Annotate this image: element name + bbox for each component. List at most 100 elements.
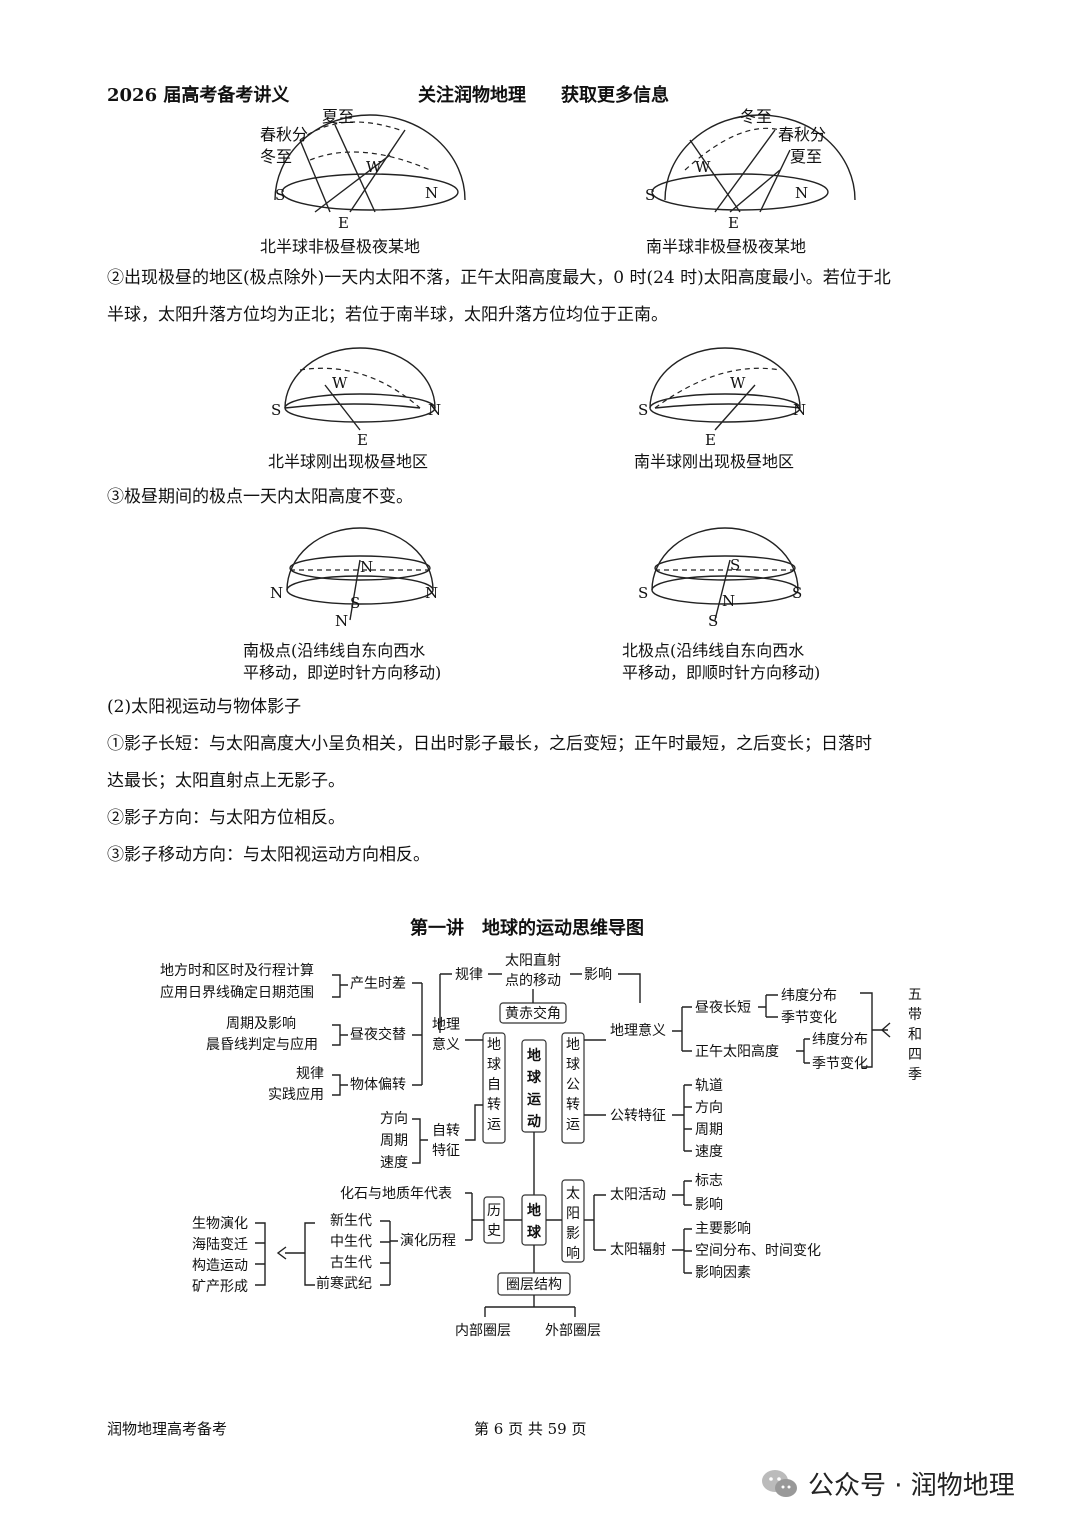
- svg-text:产生时差: 产生时差: [350, 976, 406, 992]
- svg-text:前寒武纪: 前寒武纪: [316, 1275, 372, 1292]
- para-pole: ③极昼期间的极点一天内太阳高度不变。: [107, 487, 413, 507]
- svg-text:四: 四: [908, 1047, 922, 1063]
- diagram-north-pole: S S S N S: [638, 527, 802, 630]
- svg-text:地理意义: 地理意义: [610, 1022, 666, 1039]
- svg-text:N: N: [335, 612, 348, 630]
- svg-text:S: S: [792, 584, 802, 602]
- svg-text:纬度分布: 纬度分布: [781, 988, 837, 1004]
- label-summer: 夏至: [322, 107, 354, 126]
- diagram-north-non-polar: 夏至 春秋分 冬至 W S N E: [260, 107, 466, 230]
- svg-text:响: 响: [566, 1246, 580, 1262]
- svg-text:化石与地质年代表: 化石与地质年代表: [340, 1186, 452, 1202]
- shadow-length-1: ①影子长短：与太阳高度大小呈负相关，日出时影子最长，之后变短；正午时最短，之后变…: [107, 734, 872, 754]
- svg-text:S: S: [638, 584, 648, 602]
- svg-text:影: 影: [566, 1226, 580, 1242]
- svg-text:N: N: [428, 401, 441, 419]
- caption-north-pole-1: 北极点(沿纬线自东向西水: [622, 641, 805, 660]
- svg-text:周期: 周期: [380, 1133, 408, 1149]
- para-polar-day-2: 半球，太阳升落方位均为正北；若位于南半球，太阳升落方位均位于正南。: [107, 305, 668, 325]
- caption-south-polar-day: 南半球刚出现极昼地区: [634, 452, 795, 471]
- svg-text:季节变化: 季节变化: [812, 1056, 868, 1072]
- para-polar-day-1: ②出现极昼的地区(极点除外)一天内太阳不落，正午太阳高度最大，0 时(24 时)…: [107, 268, 891, 288]
- svg-text:速度: 速度: [380, 1155, 408, 1171]
- svg-text:地: 地: [527, 1202, 541, 1219]
- svg-text:N: N: [360, 558, 373, 576]
- svg-text:S: S: [730, 556, 740, 574]
- svg-text:动: 动: [527, 1113, 541, 1130]
- svg-text:太阳活动: 太阳活动: [610, 1187, 666, 1203]
- header-info: 获取更多信息: [561, 85, 669, 106]
- svg-text:影响因素: 影响因素: [695, 1265, 751, 1281]
- svg-text:季节变化: 季节变化: [781, 1010, 837, 1026]
- svg-text:球: 球: [566, 1057, 580, 1073]
- svg-text:主要影响: 主要影响: [695, 1221, 751, 1237]
- svg-text:转: 转: [487, 1097, 501, 1113]
- svg-text:S: S: [271, 401, 281, 419]
- svg-text:带: 带: [908, 1007, 922, 1023]
- svg-text:E: E: [728, 214, 739, 230]
- svg-text:N: N: [270, 584, 283, 602]
- svg-text:太阳直射: 太阳直射: [505, 952, 561, 969]
- svg-text:轨道: 轨道: [695, 1078, 723, 1094]
- svg-text:点的移动: 点的移动: [505, 973, 561, 989]
- svg-text:N: N: [425, 584, 438, 602]
- svg-text:黄赤交角: 黄赤交角: [505, 1005, 561, 1022]
- svg-text:圈层结构: 圈层结构: [506, 1277, 562, 1293]
- shadow-length-2: 达最长；太阳直射点上无影子。: [107, 771, 345, 791]
- svg-text:中生代: 中生代: [330, 1234, 372, 1250]
- svg-text:S: S: [645, 186, 655, 204]
- diagram-north-polar-day: W S N E: [271, 347, 441, 449]
- svg-text:空间分布、时间变化: 空间分布、时间变化: [695, 1243, 821, 1259]
- svg-text:球: 球: [527, 1069, 542, 1086]
- svg-text:速度: 速度: [695, 1144, 723, 1160]
- svg-text:W: W: [730, 374, 746, 392]
- svg-text:E: E: [338, 214, 349, 230]
- svg-text:古生代: 古生代: [330, 1255, 372, 1271]
- svg-text:太阳辐射: 太阳辐射: [610, 1242, 666, 1258]
- svg-text:海陆变迁: 海陆变迁: [192, 1237, 248, 1253]
- svg-text:和: 和: [908, 1027, 922, 1043]
- svg-text:方向: 方向: [695, 1100, 723, 1116]
- svg-text:周期及影响: 周期及影响: [226, 1016, 296, 1032]
- wechat-icon: [762, 1469, 797, 1497]
- svg-text:矿产形成: 矿产形成: [192, 1279, 248, 1295]
- svg-text:规律: 规律: [455, 967, 483, 983]
- svg-text:史: 史: [487, 1223, 501, 1239]
- svg-text:公转特征: 公转特征: [610, 1108, 666, 1124]
- svg-text:昼夜交替: 昼夜交替: [350, 1026, 406, 1043]
- svg-text:规律: 规律: [296, 1066, 324, 1082]
- svg-text:运: 运: [527, 1092, 541, 1108]
- svg-text:历: 历: [487, 1203, 501, 1219]
- header-follow: 关注润物地理: [418, 85, 526, 106]
- svg-text:构造运动: 构造运动: [192, 1258, 248, 1274]
- mindmap-title: 第一讲 地球的运动思维导图: [410, 918, 644, 939]
- header-title: 2026 届高考备考讲义: [107, 85, 290, 106]
- svg-text:S: S: [638, 401, 648, 419]
- svg-text:N: N: [722, 592, 735, 610]
- svg-text:W: W: [332, 374, 348, 392]
- svg-text:S: S: [708, 612, 718, 630]
- center-1: 地: [527, 1047, 541, 1064]
- svg-text:S: S: [350, 594, 360, 612]
- svg-text:季: 季: [908, 1067, 922, 1083]
- svg-text:N: N: [795, 184, 808, 202]
- svg-text:S: S: [275, 186, 285, 204]
- mindmap: 地 球 运 动 地 球 自 转 运 地 球 公 转 运 黄赤交角 规律 太阳直射…: [160, 952, 922, 1339]
- shadow-direction: ②影子方向：与太阳方位相反。: [107, 808, 345, 828]
- svg-text:影响: 影响: [584, 967, 612, 983]
- svg-text:自: 自: [487, 1077, 501, 1093]
- svg-text:运: 运: [566, 1117, 580, 1133]
- svg-text:实践应用: 实践应用: [268, 1086, 324, 1103]
- svg-text:方向: 方向: [380, 1111, 408, 1127]
- svg-text:春秋分: 春秋分: [778, 125, 826, 144]
- caption-north-non-polar: 北半球非极昼极夜某地: [260, 237, 421, 256]
- svg-text:转: 转: [566, 1097, 580, 1113]
- svg-text:应用日界线确定日期范围: 应用日界线确定日期范围: [160, 984, 314, 1001]
- watermark: 公众号 · 润物地理: [760, 1465, 1015, 1502]
- svg-text:晨昏线判定与应用: 晨昏线判定与应用: [206, 1036, 318, 1053]
- svg-text:正午太阳高度: 正午太阳高度: [695, 1043, 779, 1060]
- label-winter: 冬至: [260, 147, 292, 166]
- caption-south-pole-2: 平移动，即逆时针方向移动): [243, 663, 442, 682]
- svg-text:生物演化: 生物演化: [192, 1216, 248, 1232]
- svg-text:内部圈层: 内部圈层: [455, 1323, 511, 1339]
